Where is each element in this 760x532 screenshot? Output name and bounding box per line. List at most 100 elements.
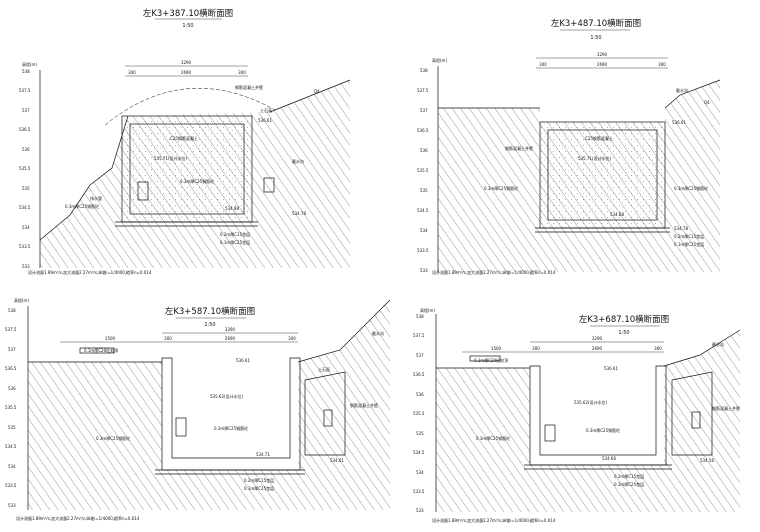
elev-mark: 534.88 — [225, 206, 239, 211]
elev-tick: 534 — [416, 470, 424, 475]
elev-tick: 538 — [416, 314, 424, 319]
callout: 土石面 — [318, 366, 330, 372]
dim-mid: 2690 — [181, 70, 192, 75]
callout: 排水管 — [90, 195, 102, 201]
elev-tick: 535.5 — [413, 411, 425, 416]
dim-right: 300 — [658, 62, 666, 67]
elev-tick: 533.5 — [417, 248, 429, 253]
callout: 0.3m厚C25钢筋砼 — [180, 178, 214, 184]
callout: 0.3m厚C25钢筋砼 — [674, 185, 708, 191]
elev-tick: 538 — [22, 69, 30, 74]
elev-tick: 534 — [8, 464, 16, 469]
elev-tick: 536 — [22, 147, 30, 152]
elev-tick: 535 — [416, 431, 424, 436]
drain-pipe — [263, 177, 275, 193]
elev-tick: 536 — [8, 386, 16, 391]
elev-tick: 533.5 — [19, 244, 31, 249]
panel-4-title: 左K3+687.10横断面图 — [579, 314, 669, 325]
dim-left: 300 — [539, 62, 547, 67]
elev-tick: 535.5 — [5, 405, 17, 410]
dim-mid: 2690 — [597, 62, 608, 67]
callout: 0.3m厚C25钢筋砼 — [214, 425, 248, 431]
drain-pipe — [323, 409, 333, 427]
callout: 0.1m厚C20砼封顶 — [84, 347, 118, 353]
callout: C25钢筋混凝土 — [170, 135, 198, 141]
elev-tick: 537 — [22, 108, 30, 113]
callout: 土石面 — [260, 107, 272, 113]
elev-tick: 533 — [416, 508, 424, 513]
elev-tick: 538 — [8, 308, 16, 313]
elev-tick: 537.5 — [19, 88, 31, 93]
panel-4-footer: 设计流量1.89m³/s,加大流量2.27m³/s,纵坡i=1/4000,糙率n… — [432, 517, 556, 523]
elev-mark: 534.56 — [700, 458, 714, 463]
elev-tick: 536.5 — [413, 372, 425, 377]
elev-tick: 534 — [420, 228, 428, 233]
elev-tick: 537.5 — [413, 333, 425, 338]
elev-mark: 536.61 — [604, 366, 618, 371]
panel-3-elev-label: 高程(m) — [14, 297, 29, 303]
dim-left: 300 — [164, 336, 172, 341]
panel-3-title: 左K3+587.10横断面图 — [165, 306, 255, 317]
dim-left: 300 — [128, 70, 136, 75]
dim-berm: 1500 — [105, 336, 116, 341]
callout: Q4 — [704, 100, 710, 105]
panel-3-elev-marks: 536.61 535.62(设计水位) 534.71 534.61 — [210, 358, 344, 463]
dim-right: 300 — [654, 346, 662, 351]
dim-right: 300 — [238, 70, 246, 75]
panel-2: 左K3+487.10横断面图 1:50 高程(m) 538 537.5 537 … — [417, 18, 721, 275]
callout: 0.1m厚C25垫层 — [220, 239, 250, 245]
panel-3-callouts: 0.1m厚C20砼封顶 土石面 截水沟 钢筋混凝土井壁 0.3m厚C25钢筋砼 … — [84, 330, 384, 491]
callout: 0.2m厚C15垫层 — [220, 231, 250, 237]
elev-tick: 535 — [420, 188, 428, 193]
panel-4-callouts: 0.1m厚C20砼封顶 截水沟 钢筋混凝土井壁 0.3m厚C25钢筋砼 0.3m… — [474, 341, 740, 487]
callout: 截水沟 — [372, 330, 384, 336]
dim-mid: 2690 — [225, 336, 236, 341]
callout: 钢筋混凝土井壁 — [505, 145, 533, 151]
elev-tick: 536.5 — [19, 127, 31, 132]
callout: 钢筋混凝土井壁 — [350, 402, 378, 408]
elev-tick: 538 — [420, 68, 428, 73]
panel-1-elev-ticks: 538 537.5 537 536.5 536 535.5 535 534.5 … — [19, 69, 31, 269]
elev-tick: 536 — [416, 392, 424, 397]
elev-mark: 534.78 — [674, 226, 688, 231]
callout: 0.3m厚C25钢筋砼 — [96, 435, 130, 441]
elev-mark: 536.61 — [258, 118, 272, 123]
dim-left: 300 — [532, 346, 540, 351]
elev-tick: 534.5 — [413, 450, 425, 455]
callout: C25钢筋混凝土 — [585, 135, 613, 141]
drain-pipe — [544, 424, 556, 442]
elev-mark: 534.66 — [602, 456, 616, 461]
panel-1-callouts: Q4 C25钢筋混凝土 钢筋混凝土井壁 土石面 截水沟 排水管 0.3m厚C25… — [65, 84, 320, 245]
panel-3-footer: 设计流量1.89m³/s,加大流量2.27m³/s,纵坡i=1/4000,糙率n… — [16, 515, 140, 521]
elev-mark: 534.88 — [610, 212, 624, 217]
elev-tick: 533.5 — [5, 483, 17, 488]
elev-tick: 534.5 — [19, 205, 31, 210]
elev-tick: 537.5 — [417, 88, 429, 93]
elev-tick: 537 — [420, 108, 428, 113]
callout: 0.3m厚C25钢筋砼 — [484, 185, 518, 191]
panel-1-elev-label: 高程(m) — [22, 61, 37, 67]
elev-tick: 535.5 — [417, 168, 429, 173]
elev-tick: 533 — [420, 268, 428, 273]
elev-tick: 535 — [8, 425, 16, 430]
elev-tick: 533 — [8, 503, 16, 508]
panel-4-scale: 1:50 — [618, 330, 629, 336]
dim-total: 3290 — [181, 60, 192, 65]
callout: 0.1m厚C20砼封顶 — [474, 357, 508, 363]
elev-tick: 535 — [22, 186, 30, 191]
elev-tick: 534 — [22, 225, 30, 230]
callout: 0.2m厚C15垫层 — [244, 477, 274, 483]
callout: 截水沟 — [292, 158, 304, 164]
panel-4: 左K3+687.10横断面图 1:50 高程(m) 538 537.5 537 … — [413, 307, 741, 523]
elev-mark: 534.61 — [330, 458, 344, 463]
panel-3-scale: 1:50 — [204, 322, 215, 328]
elev-mark: 534.71 — [256, 452, 270, 457]
panel-3: 左K3+587.10横断面图 1:50 高程(m) 538 537.5 537 … — [5, 297, 391, 521]
elev-mark: 535.62(设计水位) — [210, 393, 244, 399]
elev-tick: 533.5 — [413, 489, 425, 494]
panel-4-elev-marks: 536.61 535.62(设计水位) 534.66 534.56 — [574, 366, 714, 463]
callout: 截水沟 — [712, 341, 724, 347]
panel-2-callouts: Q4 C25钢筋混凝土 钢筋混凝土井壁 截水沟 0.3m厚C25钢筋砼 0.3m… — [484, 87, 710, 247]
panel-2-elev-marks: 536.61 535.71(设计水位) 534.88 534.78 — [578, 120, 688, 231]
